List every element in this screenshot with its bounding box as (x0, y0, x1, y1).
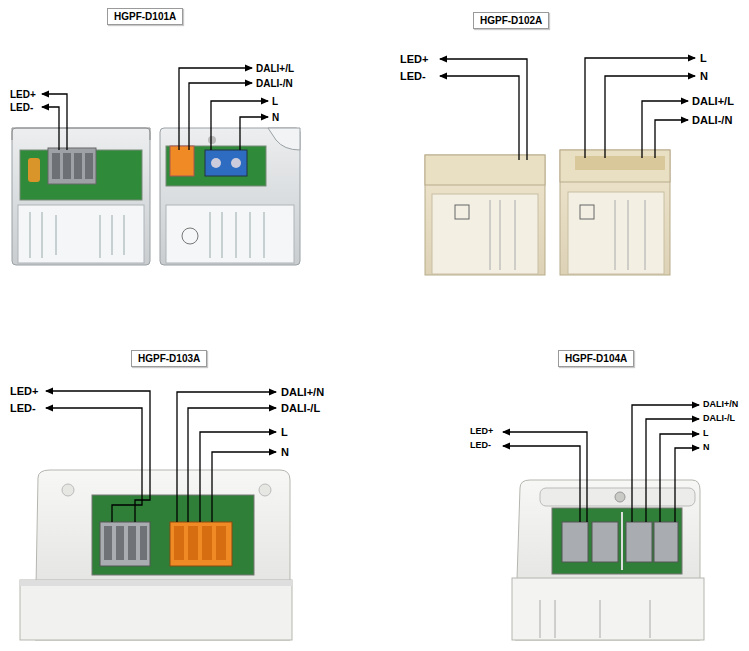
model-name: HGPF-D102A (480, 14, 542, 27)
signal-name: LED- (10, 102, 33, 113)
model-tag: HGPF-D101A (107, 8, 183, 25)
signal-name: L (281, 426, 288, 438)
driver-input-end (560, 150, 670, 275)
signal-name: N (700, 70, 708, 82)
signal-name: DALI-/L (281, 402, 320, 414)
model-name: HGPF-D104A (565, 352, 627, 365)
signal-name: N (281, 446, 289, 458)
driver-output-end (12, 128, 150, 265)
model-tag: HGPF-D104A (558, 350, 634, 367)
signal-name: DALI-/N (692, 114, 732, 126)
signal-name: N (703, 443, 710, 453)
signal-name: L (700, 52, 707, 64)
signal-name: N (272, 112, 279, 123)
model-name: HGPF-D103A (138, 352, 200, 365)
signal-name: L (272, 96, 278, 107)
signal-name: LED- (470, 441, 491, 451)
signal-name: LED- (400, 70, 426, 82)
signal-name: LED+ (10, 385, 38, 397)
model-tag: HGPF-D103A (131, 350, 207, 367)
leader-lines (42, 58, 699, 522)
driver-housing (20, 470, 292, 640)
signal-name: DALI+/N (281, 386, 324, 398)
signal-name: DALI+/L (256, 63, 294, 74)
signal-name: LED+ (400, 53, 428, 65)
driver-input-end (160, 128, 300, 265)
model-tag: HGPF-D102A (473, 12, 549, 29)
signal-name: LED+ (10, 89, 36, 100)
signal-name: LED- (10, 402, 36, 414)
signal-name: DALI+/N (703, 400, 738, 410)
signal-name: LED+ (470, 427, 493, 437)
signal-name: DALI+/L (692, 95, 734, 107)
driver-output-end (425, 155, 545, 275)
signal-name: DALI-/N (256, 78, 293, 89)
model-name: HGPF-D101A (114, 10, 176, 23)
signal-name: L (703, 429, 709, 439)
signal-name: DALI-/L (703, 414, 735, 424)
